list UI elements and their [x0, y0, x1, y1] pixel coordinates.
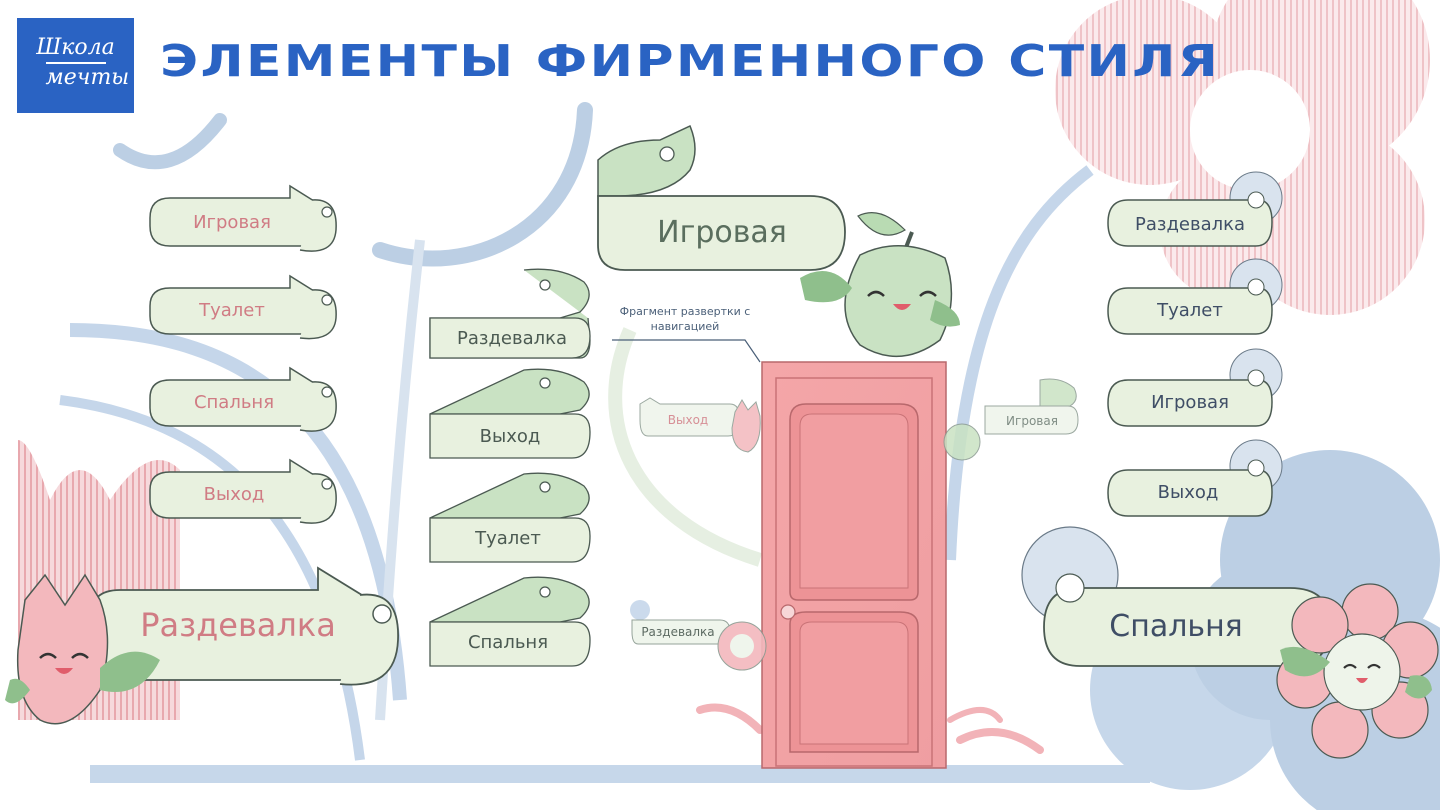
flower-character	[1276, 583, 1439, 759]
tulip-character	[5, 573, 160, 725]
left-sign-2: Туалет	[149, 274, 337, 340]
right-sign-column: Раздевалка Туалет Игровая Выход	[1107, 171, 1283, 517]
right-sign-2-label: Туалет	[1156, 300, 1223, 321]
right-sign-3: Игровая	[1107, 348, 1283, 427]
left-sign-column: Игровая Туалет Спальня Выход	[149, 184, 337, 524]
annotation-caption: Фрагмент развертки с навигацией	[600, 304, 770, 334]
left-big-sign-label: Раздевалка	[140, 606, 336, 644]
door	[761, 361, 947, 769]
annotation-line-1: Фрагмент развертки с	[619, 305, 751, 318]
left-big-sign: Раздевалка	[89, 566, 399, 686]
door-sign-left-top: Выход	[639, 397, 761, 453]
left-sign-1-label: Игровая	[193, 212, 271, 233]
middle-sign-column: Раздевалка Выход Туалет Спальня	[429, 268, 591, 667]
left-sign-4: Выход	[149, 458, 337, 524]
logo-line-1: Школа	[36, 35, 115, 60]
page-title: ЭЛЕМЕНТЫ ФИРМЕННОГО СТИЛЯ	[160, 36, 1221, 87]
annotation-line-2: навигацией	[650, 320, 720, 333]
annotation-leader-line	[612, 339, 761, 363]
door-sign-right-top-label: Игровая	[1006, 414, 1058, 428]
door-sign-right-top: Игровая	[943, 378, 1079, 461]
door-sign-left-bottom: Раздевалка	[630, 600, 767, 671]
right-sign-1: Раздевалка	[1107, 171, 1283, 247]
door-sign-left-bottom-label: Раздевалка	[641, 625, 714, 639]
middle-sign-1: Раздевалка	[429, 268, 591, 359]
middle-sign-2-label: Выход	[480, 426, 541, 447]
school-logo: Школа мечты	[17, 18, 134, 113]
middle-sign-3: Туалет	[429, 472, 591, 563]
logo-line-2: мечты	[45, 62, 129, 90]
center-big-sign-label: Игровая	[657, 215, 787, 250]
center-big-sign: Игровая	[597, 124, 846, 271]
left-sign-2-label: Туалет	[198, 300, 265, 321]
right-sign-2: Туалет	[1107, 258, 1283, 335]
left-sign-1: Игровая	[149, 184, 337, 252]
middle-sign-4: Спальня	[429, 576, 591, 667]
middle-sign-2: Выход	[429, 368, 591, 459]
right-sign-4: Выход	[1107, 439, 1283, 517]
middle-sign-1-label: Раздевалка	[457, 328, 567, 349]
right-big-sign-label: Спальня	[1109, 609, 1242, 644]
door-sign-left-top-label: Выход	[668, 413, 708, 427]
left-sign-4-label: Выход	[204, 484, 265, 505]
right-sign-1-label: Раздевалка	[1135, 214, 1245, 235]
right-sign-3-label: Игровая	[1151, 392, 1229, 413]
right-sign-4-label: Выход	[1158, 482, 1219, 503]
middle-sign-4-label: Спальня	[468, 632, 548, 653]
middle-sign-3-label: Туалет	[474, 528, 541, 549]
apple-character	[800, 212, 960, 357]
left-sign-3-label: Спальня	[194, 392, 274, 413]
left-sign-3: Спальня	[149, 366, 337, 432]
